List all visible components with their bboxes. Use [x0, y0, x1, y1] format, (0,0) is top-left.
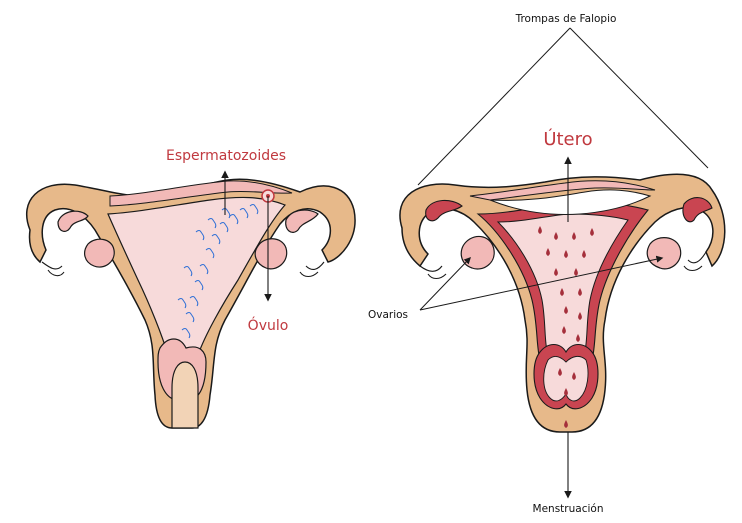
left-ovary-right [255, 239, 287, 269]
left-shaft [172, 362, 198, 428]
label-trompas-de-falopio: Trompas de Falopio [515, 13, 617, 25]
left-fimbriae-left [42, 262, 64, 276]
label-ovulo: Óvulo [248, 316, 289, 334]
right-fimbriae-left [420, 266, 446, 279]
label-menstruacion: Menstruación [533, 503, 604, 515]
label-utero: Útero [543, 128, 592, 150]
right-ovary-left [461, 236, 494, 269]
right-fimbriae-right [684, 252, 706, 271]
right-ovary-right [647, 238, 680, 269]
right-uterus-illustration [400, 174, 725, 432]
line-ovarios-left [420, 258, 470, 310]
left-tube-curl-left [58, 211, 88, 231]
right-tube-curl-right [683, 198, 712, 222]
label-ovarios: Ovarios [368, 309, 408, 321]
label-espermatozoides: Espermatozoides [166, 148, 286, 164]
left-ovary-left [85, 239, 115, 267]
left-fimbriae-right [300, 262, 324, 277]
left-uterus-illustration [27, 179, 355, 428]
line-trompas-left [418, 28, 570, 185]
